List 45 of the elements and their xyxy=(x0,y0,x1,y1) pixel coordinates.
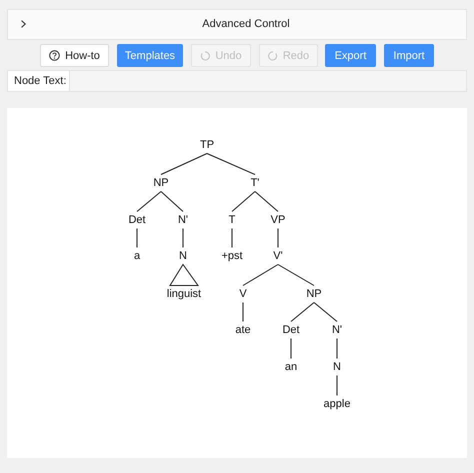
tree-branch xyxy=(314,302,338,322)
templates-button: Templates xyxy=(117,44,183,67)
tree-label: linguist xyxy=(166,286,202,302)
tree-branch xyxy=(160,153,208,175)
tree-label: V xyxy=(238,286,248,302)
tree-label: apple xyxy=(322,396,352,412)
export-button: Export xyxy=(325,44,376,67)
tree-branch xyxy=(182,228,184,248)
tree-label: Det xyxy=(281,322,301,338)
tree-branch xyxy=(242,302,244,322)
tree-branch xyxy=(136,191,162,212)
tree-branch xyxy=(336,375,338,396)
tree-label: T xyxy=(228,212,236,228)
tree-label: TP xyxy=(198,136,216,154)
tree-label: T' xyxy=(250,174,260,192)
tree-label: NP xyxy=(305,286,323,302)
tree-label: NP xyxy=(152,174,170,192)
redo-button: Redo xyxy=(259,44,318,67)
tree-label: N xyxy=(178,248,188,264)
tree-label: N' xyxy=(176,212,190,228)
tree-branch xyxy=(290,338,292,359)
tree-branch xyxy=(254,191,278,212)
tree-branch xyxy=(206,153,256,175)
tree-label: N xyxy=(332,358,342,376)
tree-branch xyxy=(336,338,338,359)
tree-label: an xyxy=(284,358,298,376)
tree-label: VP xyxy=(270,212,286,228)
tree-label: V' xyxy=(272,248,284,264)
tree-label: ate xyxy=(234,322,252,338)
tree-branch xyxy=(242,264,278,286)
tree-label: Det xyxy=(127,212,147,228)
roof-triangle xyxy=(169,264,199,286)
tree-label: a xyxy=(132,248,142,264)
header-title: Advanced Control xyxy=(202,18,290,31)
tree-label: +pst xyxy=(220,248,244,264)
import-button: Import xyxy=(384,44,434,67)
undo-button: Undo xyxy=(191,44,251,67)
tree-branch xyxy=(232,191,256,212)
tree-label: N' xyxy=(330,322,344,338)
tree-branch xyxy=(278,264,314,286)
tree-branch xyxy=(136,228,138,248)
how-to-button: How-to xyxy=(40,44,109,67)
tree-branch xyxy=(160,191,184,212)
field-label: Node Text: xyxy=(7,70,70,92)
tree-branch xyxy=(290,302,314,322)
